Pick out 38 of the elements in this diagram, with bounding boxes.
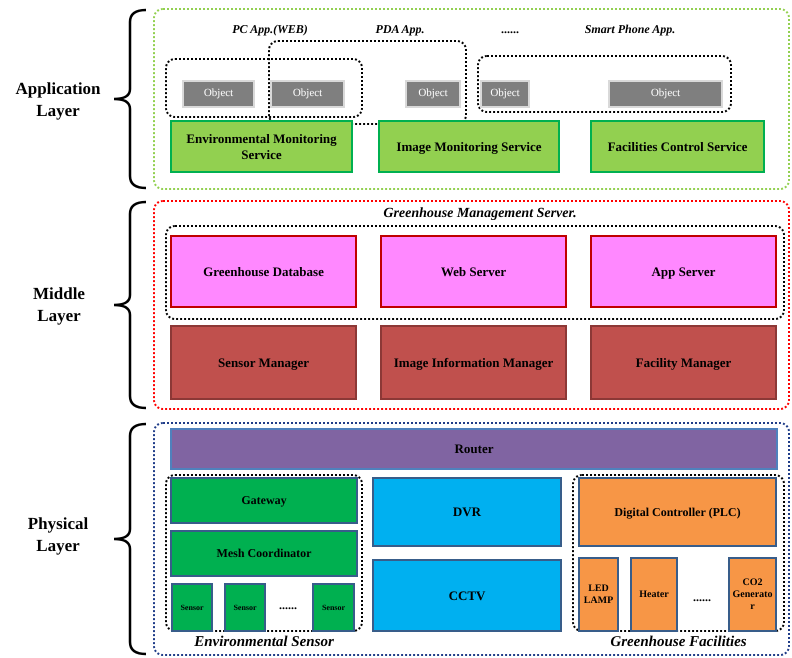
object-box: Object (480, 80, 530, 108)
layer-label: Physical Layer (26, 512, 90, 557)
layer-label: Application Layer (14, 78, 102, 122)
object-box: Object (608, 80, 723, 108)
group-label: PC App.(WEB) (231, 21, 309, 38)
group-label: Smart Phone App. (584, 21, 676, 38)
device-box: LED LAMP (578, 557, 619, 632)
server-box: Web Server (380, 235, 567, 308)
device-box: Mesh Coordinator (170, 530, 358, 577)
sensor-box: Sensor (224, 583, 266, 632)
manager-box: Sensor Manager (170, 325, 357, 400)
manager-box: Image Information Manager (380, 325, 567, 400)
controller-box: Digital Controller (PLC) (578, 477, 777, 547)
ellipsis-text: ...... (500, 22, 520, 38)
object-box: Object (270, 80, 345, 108)
device-box: Gateway (170, 477, 358, 524)
server-box: App Server (590, 235, 777, 308)
ellipsis-text: ...... (692, 590, 712, 604)
sensor-box: Sensor (312, 583, 355, 632)
router-bar: Router (170, 428, 778, 470)
group-label: PDA App. (374, 21, 426, 38)
group-label: Greenhouse Facilities (609, 633, 748, 652)
device-box: Heater (630, 557, 678, 632)
group-label: Environmental Sensor (193, 633, 335, 652)
service-box: Environmental Monitoring Service (170, 120, 353, 173)
service-box: Facilities Control Service (590, 120, 765, 173)
sensor-box: Sensor (171, 583, 213, 632)
manager-box: Facility Manager (590, 325, 777, 400)
device-box: DVR (372, 477, 562, 547)
service-box: Image Monitoring Service (378, 120, 560, 173)
device-box: CCTV (372, 559, 562, 632)
object-box: Object (405, 80, 461, 108)
object-box: Object (182, 80, 255, 108)
server-box: Greenhouse Database (170, 235, 357, 308)
device-box: CO2 Generator (728, 557, 777, 632)
layer-label: Middle Layer (32, 282, 86, 327)
group-label: Greenhouse Management Server. (382, 204, 578, 223)
ellipsis-text: ...... (278, 598, 298, 612)
